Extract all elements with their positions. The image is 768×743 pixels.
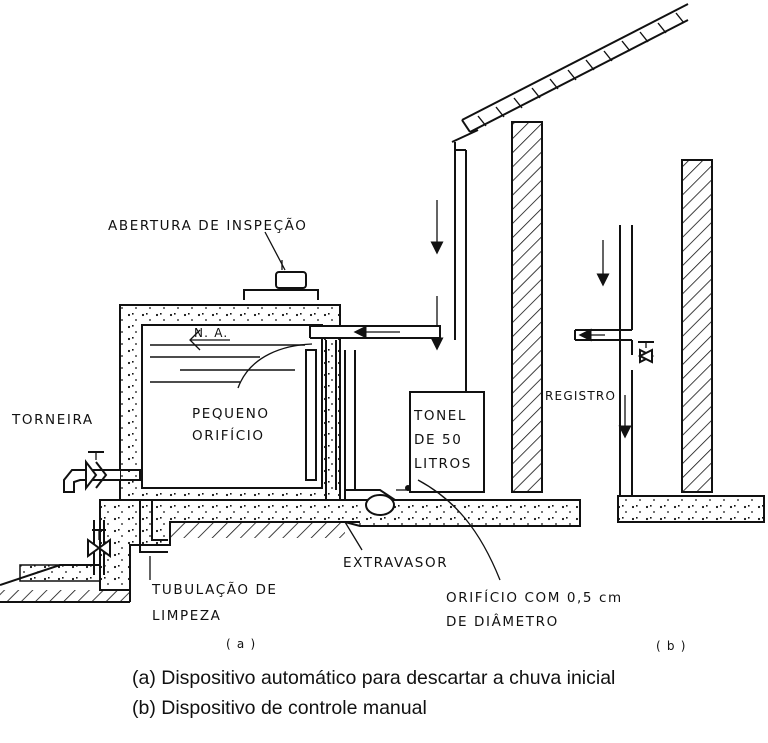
label-sub-a: ( a ): [226, 637, 256, 651]
wall-a: [511, 121, 543, 493]
label-tubulacao-1: TUBULAÇÃO DE: [151, 581, 278, 598]
inlet-overflow-pipes: [305, 325, 441, 516]
caption-a: (a) Dispositivo automático para descarta…: [132, 667, 615, 689]
ground-slab-a: [0, 499, 581, 603]
faucet: [63, 451, 141, 493]
gutter-downpipe: [430, 129, 479, 392]
leader-lines: [149, 231, 501, 581]
label-registro: REGISTRO: [545, 389, 616, 403]
roof: [461, 3, 689, 133]
label-na: N. A.: [194, 326, 228, 340]
wall-b: [681, 159, 713, 493]
detail-b-piping: [574, 225, 655, 496]
caption-b: (b) Dispositivo de controle manual: [132, 697, 427, 719]
label-abertura: ABERTURA DE INSPEÇÃO: [108, 217, 308, 234]
label-orificio-2: DE DIÂMETRO: [446, 612, 559, 630]
label-tonel-3: LITROS: [414, 456, 472, 472]
ground-slab-b: [617, 495, 765, 523]
label-pequeno-2: ORIFÍCIO: [192, 427, 265, 444]
barrel: [396, 391, 485, 493]
cleaning-pipe: [87, 500, 168, 575]
label-sub-b: ( b ): [656, 639, 687, 653]
label-tonel-1: TONEL: [413, 408, 467, 424]
cistern-tank: [119, 260, 341, 501]
label-tonel-2: DE 50: [414, 432, 462, 448]
label-pequeno-1: PEQUENO: [192, 406, 270, 422]
label-tubulacao-2: LIMPEZA: [152, 608, 222, 624]
label-orificio-1: ORIFÍCIO COM 0,5 cm: [446, 589, 623, 606]
label-torneira: TORNEIRA: [11, 412, 94, 428]
label-extravasor: EXTRAVASOR: [343, 555, 448, 571]
